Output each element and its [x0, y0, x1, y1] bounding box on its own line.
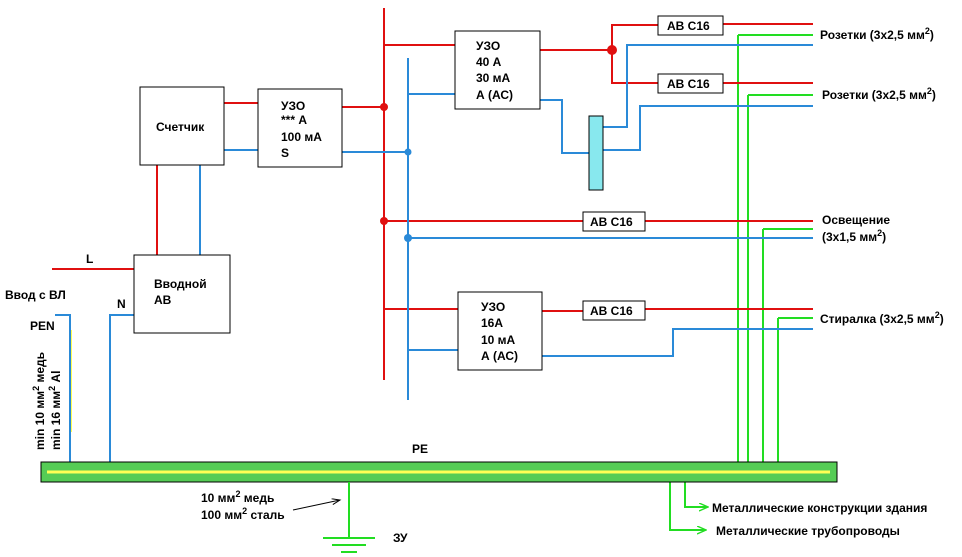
phase-to-breaker1: [611, 24, 658, 50]
phase-to-breaker2: [611, 50, 658, 84]
pen-wire: [55, 314, 71, 462]
breaker-sockets1-label: АВ С16: [667, 19, 710, 33]
rcd-main-box: [257, 88, 343, 168]
pe-bus: PE: [40, 442, 838, 483]
pe-bus-label: PE: [412, 442, 428, 456]
pen-copper-text: min 10 мм2 медь: [31, 352, 47, 450]
breaker-lighting-label: АВ С16: [590, 215, 633, 229]
junction-neutral-top: [404, 148, 412, 156]
pe-conductors: [70, 34, 813, 530]
junction-phase-lighting: [380, 217, 388, 225]
breaker-lighting: АВ С16: [582, 211, 646, 232]
breaker-washer-label: АВ С16: [590, 304, 633, 318]
bonding-structures-label: Металлические конструкции здания: [712, 501, 927, 515]
load-sockets2-label: Розетки (3х2,5 мм2): [822, 86, 936, 102]
rcd-main-line1: УЗО: [281, 99, 305, 113]
input-pen-label: PEN: [30, 319, 55, 333]
junction-neutral-lighting: [404, 234, 412, 242]
rcd-main-line4: S: [281, 146, 289, 160]
rcd-sockets-line3: 30 мА: [476, 71, 511, 85]
rcd-washer: УЗО 16А 10 мА А (АС): [457, 291, 543, 371]
main-breaker-box: [133, 254, 231, 334]
neutral-input-n: [109, 314, 134, 462]
breaker-sockets2-label: АВ С16: [667, 77, 710, 91]
input-n-label: N: [117, 297, 126, 311]
input-title: Ввод с ВЛ: [5, 288, 66, 302]
neutral-block-to-sockets1: [603, 44, 813, 128]
rcd-washer-box: [457, 291, 543, 371]
meter: Счетчик: [139, 86, 225, 166]
pen-al-text: min 16 мм2 Al: [47, 371, 63, 450]
earth-pointer-arrow: [292, 500, 340, 511]
main-breaker-line1: Вводной: [154, 277, 207, 291]
earth-steel-text: 100 мм2 сталь: [201, 506, 285, 522]
neutral-block-to-sockets2: [603, 105, 813, 151]
rcd-main-line2: *** А: [281, 113, 307, 127]
rcd-washer-line2: 16А: [481, 316, 503, 330]
neutral-washer-out: [542, 328, 813, 357]
rcd-sockets-line4: А (АС): [476, 88, 513, 102]
earthing-electrode: [323, 482, 375, 553]
rcd-sockets-line1: УЗО: [476, 39, 500, 53]
bonding-pipes-label: Металлические трубопроводы: [716, 524, 900, 538]
rcd-sockets: УЗО 40 А 30 мА А (АС): [454, 30, 541, 110]
meter-box: [139, 86, 225, 166]
neutral-terminal-block: [588, 115, 604, 191]
phase-conductors: [52, 8, 813, 380]
breaker-lighting-box: [582, 211, 646, 232]
rcd-washer-line1: УЗО: [481, 300, 505, 314]
meter-label: Счетчик: [156, 120, 205, 134]
rcd-sockets-box: [454, 30, 541, 110]
neutral-rcd-sockets-out: [540, 99, 590, 154]
input-l-label: L: [86, 252, 93, 266]
neutral-conductors: [55, 44, 813, 462]
rcd-main-line3: 100 мА: [281, 130, 322, 144]
load-lighting-cable-label: (3х1,5 мм2): [822, 228, 886, 244]
junction-phase-top: [380, 103, 388, 111]
rcd-washer-line4: А (АС): [481, 349, 518, 363]
breaker-sockets1-box: [657, 15, 724, 36]
rcd-washer-line3: 10 мА: [481, 333, 516, 347]
load-sockets1-label: Розетки (3х2,5 мм2): [820, 26, 934, 42]
earthing-label: ЗУ: [393, 531, 408, 545]
breaker-sockets2: АВ С16: [657, 73, 724, 94]
bond-structures-wire: [684, 482, 707, 507]
main-breaker-line2: АВ: [154, 293, 172, 307]
breaker-washer-box: [582, 300, 646, 321]
junction-phase-sockets: [607, 45, 617, 55]
breaker-washer: АВ С16: [582, 300, 646, 321]
junctions: [380, 45, 617, 242]
rcd-main: УЗО *** А 100 мА S: [257, 88, 343, 168]
rcd-sockets-line2: 40 А: [476, 55, 502, 69]
earth-copper-text: 10 мм2 медь: [201, 489, 274, 505]
load-lighting-label: Освещение: [822, 213, 890, 227]
breaker-sockets2-box: [657, 73, 724, 94]
main-breaker: Вводной АВ: [133, 254, 231, 334]
load-washer-label: Стиралка (3х2,5 мм2): [820, 310, 944, 326]
bond-pipes-wire: [669, 482, 705, 530]
breaker-sockets1: АВ С16: [657, 15, 724, 36]
